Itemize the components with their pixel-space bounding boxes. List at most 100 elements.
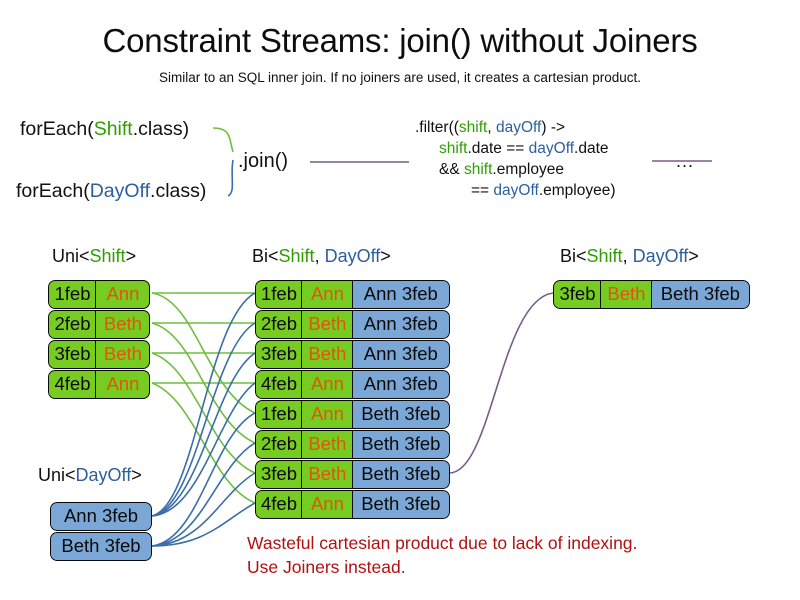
bi-dayoff-pair: Ann 3feb (351, 340, 450, 369)
filter-line-4: == dayOff.employee) (415, 180, 616, 201)
shift-employee: Ann (95, 370, 151, 399)
label-uni-shift: Uni<Shift> (52, 246, 136, 267)
bi-shift-employee: Ann (301, 490, 354, 519)
wire-green-7 (151, 352, 256, 474)
bi-right-post: > (688, 246, 699, 266)
bi-mid-pre: Bi< (252, 246, 279, 266)
bi-right-shift: Shift (586, 246, 623, 266)
bi-shift-employee: Beth (301, 430, 354, 459)
bi-shift-date: 3feb (255, 340, 303, 369)
foreach-dayoff-type: DayOff (89, 180, 151, 202)
dayoff-pair: Beth 3feb (50, 532, 152, 561)
bi-dayoff-pair: Beth 3feb (351, 400, 450, 429)
bi-mid-post: > (380, 246, 391, 266)
wire-blue-2 (151, 322, 256, 517)
shift-employee: Beth (95, 310, 151, 339)
filter-l3-and: && (439, 161, 464, 178)
bi-mid-comma: , (314, 246, 325, 266)
filter-l4-eq: == (471, 182, 494, 199)
shift-date: 3feb (48, 340, 97, 369)
filter-l2-end: .date (574, 140, 609, 157)
filter-l2-shift: shift (439, 140, 468, 157)
bi-shift-employee: Ann (301, 280, 354, 309)
bi-shift-date: 4feb (255, 490, 303, 519)
result-shift-date: 3feb (553, 280, 602, 309)
uni-dayoff-card[interactable]: Ann 3feb (50, 502, 152, 531)
bi-right-pre: Bi< (560, 246, 587, 266)
wire-green-6 (151, 322, 256, 444)
filter-open: .filter(( (415, 119, 459, 136)
result-dayoff-pair: Beth 3feb (650, 280, 750, 309)
bi-shift-date: 1feb (255, 280, 303, 309)
foreach-shift-suffix: .class) (132, 118, 190, 140)
filter-param-dayoff: dayOff (495, 119, 542, 136)
warning-note: Wasteful cartesian product due to lack o… (247, 531, 637, 579)
bi-dayoff-pair: Ann 3feb (351, 280, 450, 309)
continuation-ellipsis: ... (676, 151, 695, 171)
bi-dayoff-pair: Ann 3feb (351, 310, 450, 339)
foreach-shift-prefix: forEach( (20, 118, 94, 140)
filter-l3-end: .employee (492, 161, 564, 178)
join-call-label: .join() (238, 150, 289, 172)
warning-line-2: Use Joiners instead. (247, 557, 406, 577)
uni-shift-type: Shift (89, 246, 126, 266)
warning-line-1: Wasteful cartesian product due to lack o… (247, 533, 638, 553)
shift-date: 1feb (48, 280, 97, 309)
foreach-dayoff-statement: forEach(DayOff.class) (16, 180, 206, 203)
bi-shift-employee: Ann (301, 400, 354, 429)
filter-expression: .filter((shift, dayOff) -> shift.date ==… (415, 117, 616, 201)
wire-dayoff-to-join (227, 159, 234, 197)
bi-shift-date: 4feb (255, 370, 303, 399)
bi-shift-date: 3feb (255, 460, 303, 489)
shift-date: 4feb (48, 370, 97, 399)
label-bi-right: Bi<Shift, DayOff> (560, 246, 699, 267)
uni-shift-pre: Uni< (52, 246, 90, 266)
bi-shift-date: 2feb (255, 310, 303, 339)
bi-right-dayoff: DayOff (632, 246, 689, 266)
filter-l2-mid: .date == (467, 140, 529, 157)
wire-blue-5 (151, 412, 256, 547)
filter-param-shift: shift (458, 119, 488, 136)
page-title: Constraint Streams: join() without Joine… (102, 22, 698, 59)
uni-shift-post: > (125, 246, 137, 266)
wire-green-8 (151, 382, 256, 504)
foreach-dayoff-suffix: .class) (150, 180, 207, 202)
label-uni-dayoff: Uni<DayOff> (38, 465, 142, 486)
wire-blue-6 (151, 442, 256, 547)
uni-dayoff-card[interactable]: Beth 3feb (50, 532, 152, 561)
filter-arrow: ) -> (541, 119, 566, 136)
bi-dayoff-pair: Ann 3feb (351, 370, 450, 399)
wire-purple-result (448, 292, 554, 474)
uni-dayoff-post: > (131, 465, 142, 485)
bi-dayoff-pair: Beth 3feb (351, 430, 450, 459)
shift-date: 2feb (48, 310, 97, 339)
filter-l3-shift: shift (463, 161, 493, 178)
uni-dayoff-type: DayOff (75, 465, 132, 485)
bi-shift-employee: Beth (301, 310, 354, 339)
wire-blue-8 (151, 502, 256, 547)
wire-blue-7 (151, 472, 256, 547)
result-shift-employee: Beth (600, 280, 653, 309)
foreach-shift-statement: forEach(Shift.class) (20, 118, 189, 141)
bi-shift-employee: Beth (301, 460, 354, 489)
wire-shift-to-join (212, 127, 234, 153)
uni-dayoff-pre: Uni< (38, 465, 76, 485)
wire-blue-3 (151, 352, 256, 517)
bi-dayoff-pair: Beth 3feb (351, 490, 450, 519)
bi-shift-employee: Ann (301, 370, 354, 399)
filter-param-comma: , (487, 119, 496, 136)
